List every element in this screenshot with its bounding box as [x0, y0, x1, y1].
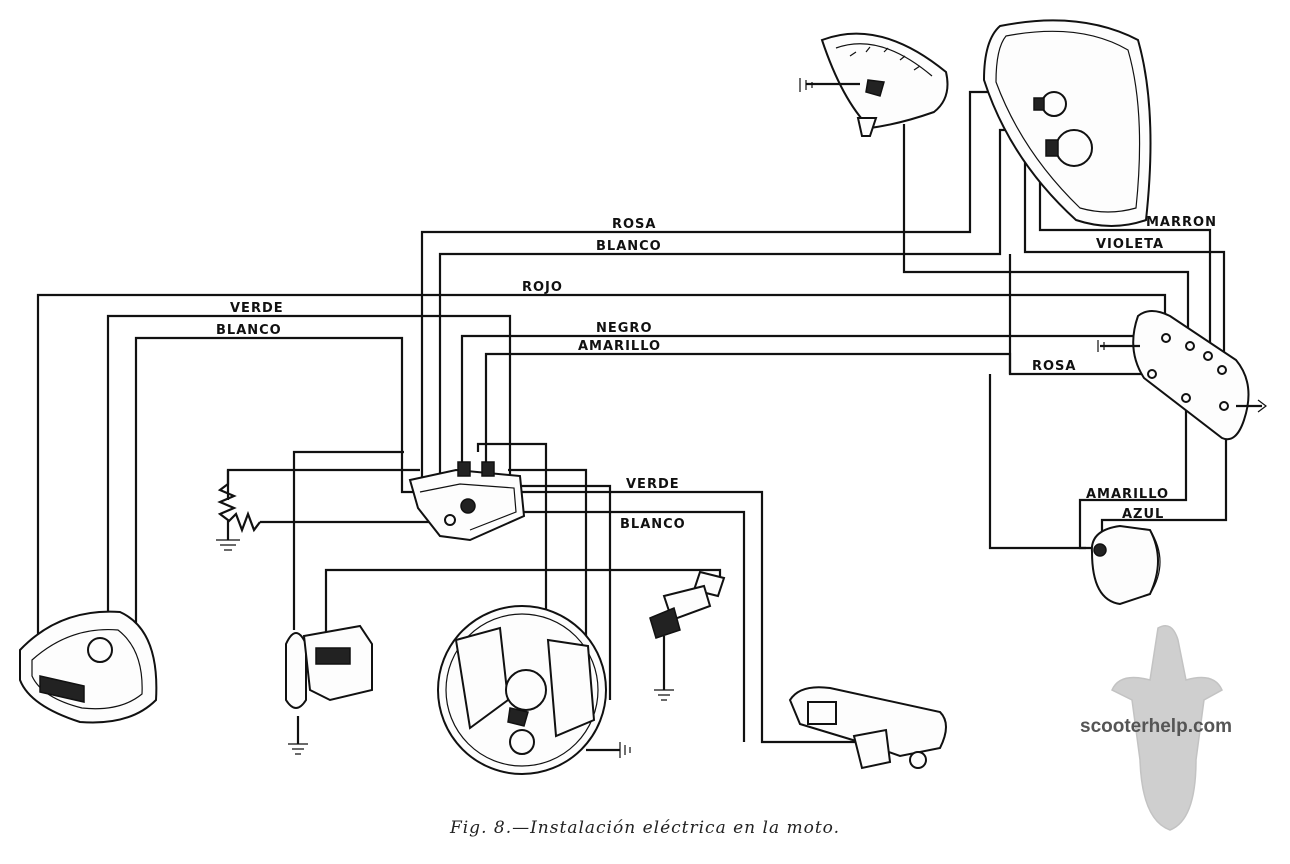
watermark-text: scooterhelp.com: [1080, 716, 1233, 737]
wire-verde-left: [106, 314, 512, 700]
spark-plug-icon: [649, 570, 726, 701]
scooter-watermark-icon: [1111, 625, 1223, 831]
wire-violeta: [1023, 148, 1226, 368]
wire-magneto-a: [476, 442, 548, 640]
ignition-coil-icon: [285, 624, 373, 755]
label-marron: MARRON: [1146, 215, 1217, 230]
wire-magneto-d: [324, 568, 722, 640]
flywheel-magneto-icon: [437, 605, 631, 775]
wire-verde-mid: [520, 490, 862, 744]
wires: [36, 90, 1228, 744]
label-verde-left: VERDE: [230, 301, 284, 316]
label-verde-mid: VERDE: [626, 477, 680, 492]
label-blanco-left: BLANCO: [216, 323, 282, 338]
label-blanco-mid: BLANCO: [620, 517, 686, 532]
wire-blanco-left: [134, 336, 420, 700]
wire-speedo: [902, 124, 1190, 342]
label-violeta: VIOLETA: [1096, 237, 1164, 252]
wire-negro: [460, 334, 1140, 478]
wire-magneto-c: [520, 484, 612, 700]
switch-panel-icon: [1097, 310, 1267, 441]
label-amarillo-right: AMARILLO: [1086, 487, 1169, 502]
label-rojo: ROJO: [522, 280, 563, 295]
label-amarillo-mid: AMARILLO: [578, 339, 661, 354]
horn-icon: [1090, 524, 1161, 606]
wire-amarillo-right: [1078, 398, 1188, 550]
label-azul: AZUL: [1122, 507, 1164, 522]
headlamp-icon: [982, 19, 1152, 227]
wire-magneto-b: [508, 468, 588, 660]
wire-coil-a: [292, 450, 404, 630]
wire-horn-feed: [988, 374, 1086, 550]
brake-switch-icon: [788, 686, 947, 770]
regulator-icon: [408, 461, 526, 542]
label-rosa-right: ROSA: [1032, 359, 1077, 374]
label-negro: NEGRO: [596, 321, 653, 336]
wire-coil-b: [226, 468, 420, 500]
figure-caption: Fig. 8.—Instalación eléctrica en la moto…: [449, 818, 841, 838]
rear-lamp-icon: [19, 610, 158, 724]
wire-blanco-mid: [522, 510, 746, 742]
speedometer-icon: [799, 32, 949, 137]
wire-rojo: [36, 293, 1167, 680]
label-blanco-top: BLANCO: [596, 239, 662, 254]
resistor-icon: [216, 470, 261, 551]
wire-labels: ROSA BLANCO ROJO VERDE BLANCO NEGRO AMAR…: [216, 215, 1217, 532]
label-rosa-top: ROSA: [612, 217, 657, 232]
